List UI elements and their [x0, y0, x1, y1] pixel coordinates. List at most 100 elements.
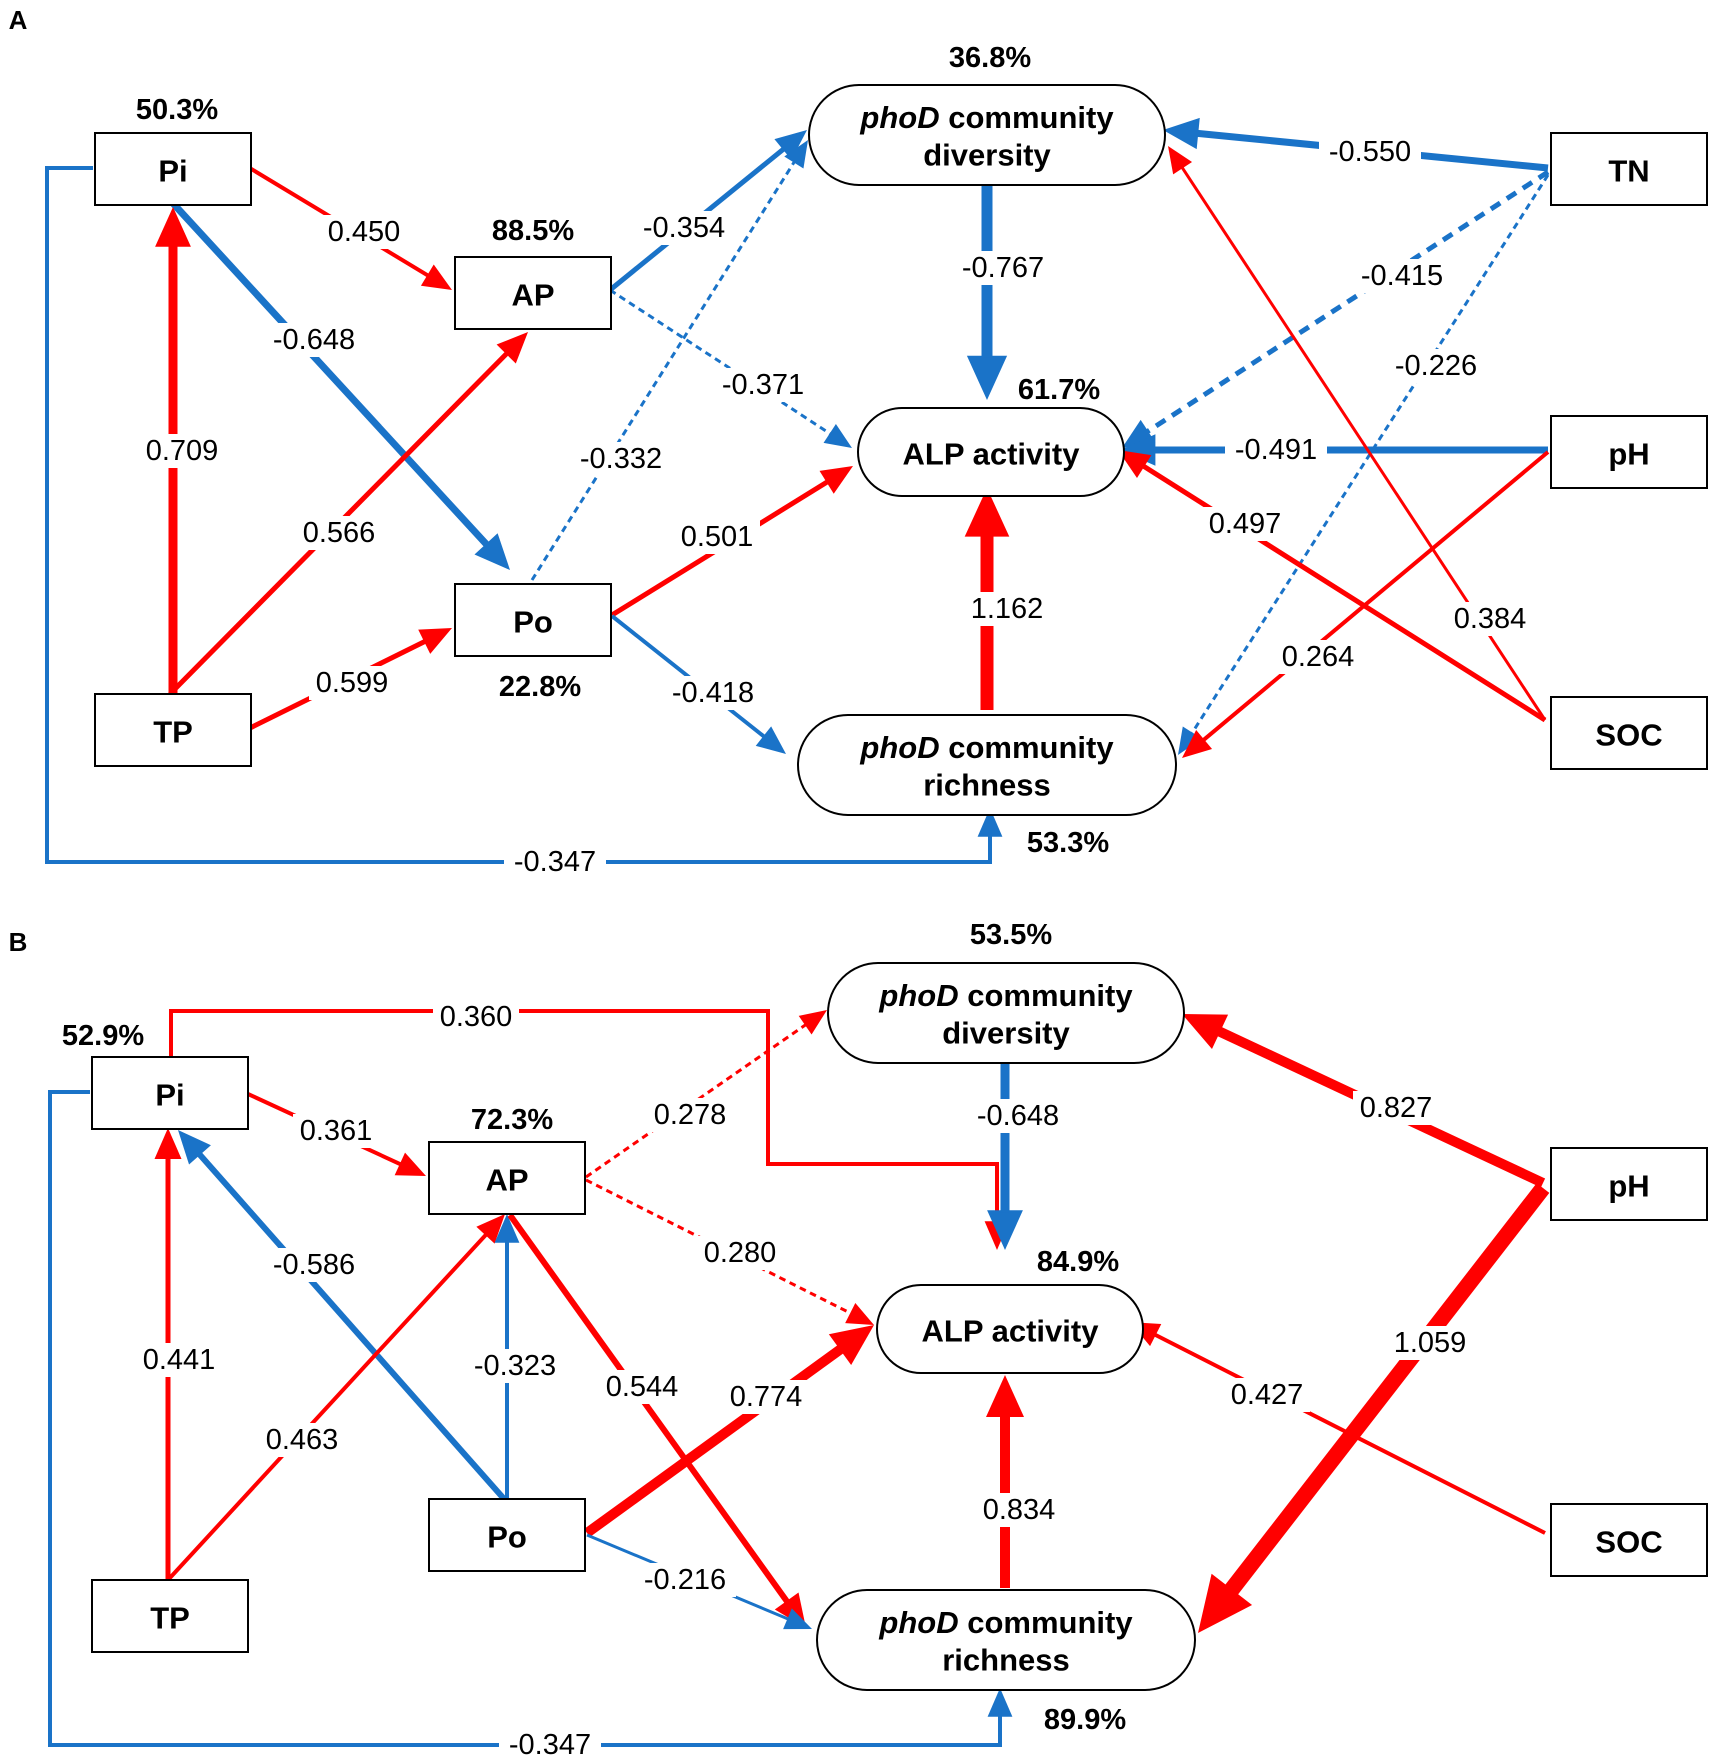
path-po-to-alp: 0.501	[610, 466, 853, 618]
path-coefficient: -0.354	[643, 212, 725, 244]
path-coefficient: 0.384	[1454, 603, 1527, 635]
path-rich-to-alp: 1.162	[964, 488, 1050, 710]
path-ap-to-alp: -0.371	[609, 288, 852, 448]
node-label-line1: phoD community	[878, 978, 1133, 1013]
path-line	[196, 1151, 508, 1502]
arrowhead	[755, 726, 786, 754]
path-tn-to-alp: -0.415	[1122, 169, 1550, 448]
path-tp-to-pi: 0.709	[139, 207, 225, 694]
gene-name: phoD	[859, 730, 939, 765]
path-coefficient: 0.501	[681, 521, 754, 553]
path-coefficient: -0.332	[580, 443, 662, 475]
r2-rich: 53.3%	[1027, 827, 1109, 859]
path-line	[1201, 450, 1550, 743]
arrowhead	[1163, 117, 1200, 150]
r2-alp: 61.7%	[1018, 374, 1100, 406]
node-label: SOC	[1595, 1525, 1662, 1560]
arrowhead	[178, 1130, 211, 1165]
path-coefficient: -0.648	[273, 324, 355, 356]
node-label: AP	[485, 1163, 528, 1198]
node-box	[91, 1056, 249, 1130]
path-coefficient: -0.550	[1329, 136, 1411, 168]
path-coefficient: 0.599	[316, 667, 389, 699]
node-label-line1: phoD community	[859, 100, 1114, 135]
coef-bg	[964, 592, 1050, 626]
arrowhead	[1168, 146, 1193, 175]
path-coefficient: 0.361	[300, 1115, 373, 1147]
node-tn: TN	[1550, 132, 1708, 206]
coef-bg	[433, 1000, 519, 1034]
arrowhead	[154, 1128, 182, 1159]
arrowhead	[845, 1302, 874, 1325]
node-label-line1: phoD community	[859, 730, 1114, 765]
node-label: pH	[1608, 1169, 1649, 1204]
path-line	[530, 160, 797, 581]
panel-letter-b: B	[9, 927, 28, 957]
path-line	[1152, 1332, 1546, 1535]
path-pi-to-po: -0.648	[167, 197, 510, 570]
path-coefficient: 0.497	[1209, 508, 1282, 540]
coef-bg	[697, 1236, 783, 1270]
node-label: ALP activity	[903, 437, 1081, 472]
path-coefficient: -0.767	[962, 252, 1044, 284]
node-po: Po	[428, 1498, 586, 1572]
coef-bg	[674, 520, 760, 554]
path-coefficient: 0.827	[1360, 1092, 1433, 1124]
r2-rich: 89.9%	[1044, 1704, 1126, 1736]
path-pi-to-rich: -0.347	[45, 166, 1003, 879]
arrowhead	[774, 130, 807, 161]
coef-bg	[1202, 507, 1288, 541]
arrowhead	[1182, 1014, 1229, 1050]
node-pill	[816, 1589, 1196, 1691]
node-label: TP	[150, 1601, 190, 1636]
path-line	[584, 1344, 845, 1538]
node-tp: TP	[94, 693, 252, 767]
arrowhead	[784, 140, 808, 169]
path-coefficient: -0.226	[1395, 350, 1477, 382]
arrowhead	[1198, 1573, 1253, 1633]
path-ap-to-div: 0.278	[585, 1010, 827, 1179]
gene-name: phoD	[878, 978, 958, 1013]
path-pi-to-ap: 0.450	[246, 165, 452, 290]
node-box	[454, 256, 612, 330]
node-ph: pH	[1550, 415, 1708, 489]
node-label: SOC	[1595, 718, 1662, 753]
coef-bg	[634, 1563, 736, 1597]
label-rest: community	[959, 978, 1134, 1013]
r2-po: 22.8%	[499, 671, 581, 703]
path-coefficient: -0.586	[273, 1249, 355, 1281]
coef-bg	[136, 1343, 222, 1377]
path-coefficient: -0.491	[1235, 434, 1317, 466]
node-label: AP	[511, 278, 554, 313]
path-rich-to-alp: 0.834	[976, 1375, 1062, 1588]
path-coefficient: 0.427	[1231, 1379, 1304, 1411]
node-label-line2: richness	[942, 1643, 1070, 1678]
r2-pi: 52.9%	[62, 1020, 144, 1052]
coef-bg	[633, 211, 735, 245]
node-box	[428, 1141, 586, 1215]
arrowhead	[986, 1375, 1024, 1417]
path-tp-to-ap: 0.566	[168, 332, 528, 696]
node-pill	[876, 1284, 1144, 1374]
coef-bg	[309, 666, 395, 700]
node-label: Pi	[158, 154, 187, 189]
node-alp: ALP activity	[857, 407, 1125, 497]
path-line	[48, 1090, 1002, 1747]
coef-bg	[296, 516, 382, 550]
node-box	[94, 693, 252, 767]
node-soc: SOC	[1550, 696, 1708, 770]
path-pi-to-rich: -0.347	[48, 1090, 1013, 1762]
path-coefficient: 1.059	[1394, 1327, 1467, 1359]
node-ap: AP	[428, 1141, 586, 1215]
path-coefficient: 0.264	[1282, 641, 1355, 673]
path-coefficient: 0.566	[303, 517, 376, 549]
coef-bg	[293, 1114, 379, 1148]
node-box	[1550, 1503, 1708, 1577]
coef-bg	[662, 676, 764, 710]
node-pill	[797, 714, 1177, 816]
r2-ap: 72.3%	[471, 1104, 553, 1136]
path-coefficient: 0.360	[440, 1001, 513, 1033]
coef-bg	[263, 323, 365, 357]
